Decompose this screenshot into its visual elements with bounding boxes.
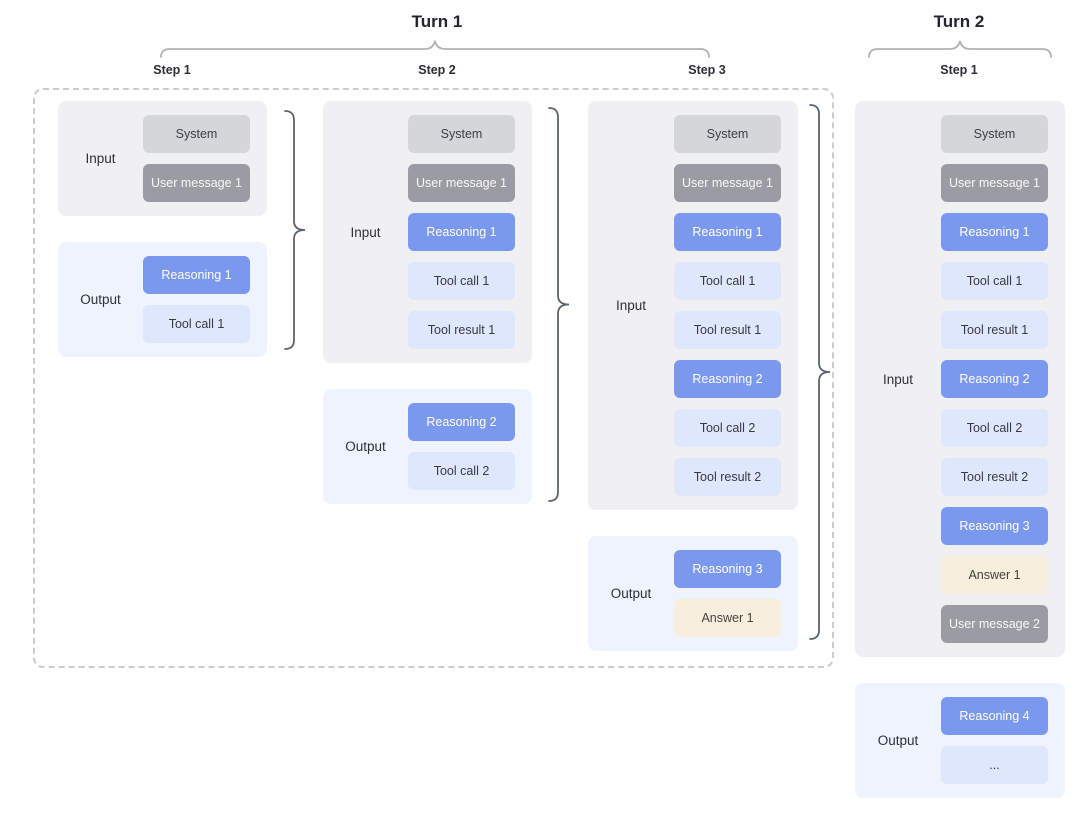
chip-reasoning-2: Reasoning 2 bbox=[941, 360, 1048, 398]
chip-answer-1: Answer 1 bbox=[941, 556, 1048, 594]
chip-system: System bbox=[674, 115, 781, 153]
chip-user-message-2: User message 2 bbox=[941, 605, 1048, 643]
chip-reasoning-1: Reasoning 1 bbox=[674, 213, 781, 251]
turn-1-step-3-label: Step 3 bbox=[688, 63, 726, 77]
chip-system: System bbox=[941, 115, 1048, 153]
chip-reasoning-1: Reasoning 1 bbox=[941, 213, 1048, 251]
chip-reasoning-2: Reasoning 2 bbox=[674, 360, 781, 398]
output-label: Output bbox=[610, 586, 652, 601]
chip-tool-call-2: Tool call 2 bbox=[408, 452, 515, 490]
chip-tool-result-2: Tool result 2 bbox=[941, 458, 1048, 496]
turn-1-step-1-label: Step 1 bbox=[153, 63, 191, 77]
chip-reasoning-3: Reasoning 3 bbox=[941, 507, 1048, 545]
output-label: Output bbox=[877, 733, 919, 748]
input-label: Input bbox=[882, 371, 914, 387]
chip-reasoning-4: Reasoning 4 bbox=[941, 697, 1048, 735]
turn-1-brace bbox=[160, 40, 710, 58]
turn-2-brace bbox=[868, 40, 1052, 58]
chip-list: Reasoning 2 Tool call 2 bbox=[408, 389, 532, 504]
step-2-to-3-brace bbox=[548, 107, 570, 502]
output-label: Output bbox=[345, 439, 386, 454]
chip-answer-1: Answer 1 bbox=[674, 599, 781, 637]
chip-tool-call-1: Tool call 1 bbox=[408, 262, 515, 300]
turn-1-step-2-label: Step 2 bbox=[418, 63, 456, 77]
chip-list: Reasoning 4... bbox=[941, 683, 1065, 798]
turn-2-step-1-label: Step 1 bbox=[940, 63, 978, 77]
step-2-output-panel: Output Reasoning 2 Tool call 2 bbox=[323, 389, 532, 504]
chip-user-message-1: User message 1 bbox=[941, 164, 1048, 202]
chip-tool-result-1: Tool result 1 bbox=[674, 311, 781, 349]
step-3-output-panel: Output Reasoning 3 Answer 1 bbox=[588, 536, 798, 651]
chip-system: System bbox=[408, 115, 515, 153]
step-3-to-turn-2-brace bbox=[809, 104, 831, 640]
chip-user-message-1: User message 1 bbox=[143, 164, 250, 202]
chip-reasoning-3: Reasoning 3 bbox=[674, 550, 781, 588]
chip-tool-result-1: Tool result 1 bbox=[408, 311, 515, 349]
turn-2-output-panel: Output Reasoning 4... bbox=[855, 683, 1065, 798]
chip-system: System bbox=[143, 115, 250, 153]
turn-1-title: Turn 1 bbox=[411, 12, 463, 31]
output-label: Output bbox=[80, 292, 121, 307]
input-label: Input bbox=[350, 224, 381, 240]
chip-reasoning-1: Reasoning 1 bbox=[143, 256, 250, 294]
step-1-output-panel: Output Reasoning 1 Tool call 1 bbox=[58, 242, 267, 357]
chip-tool-call-1: Tool call 1 bbox=[941, 262, 1048, 300]
chip-: ... bbox=[941, 746, 1048, 784]
chip-tool-call-2: Tool call 2 bbox=[941, 409, 1048, 447]
input-label: Input bbox=[615, 298, 647, 313]
step-1-to-2-brace bbox=[284, 110, 306, 350]
chip-list: Reasoning 1 Tool call 1 bbox=[143, 242, 267, 357]
chip-tool-result-1: Tool result 1 bbox=[941, 311, 1048, 349]
chip-reasoning-1: Reasoning 1 bbox=[408, 213, 515, 251]
input-label: Input bbox=[85, 151, 116, 166]
chip-tool-call-1: Tool call 1 bbox=[143, 305, 250, 343]
turn-2-title: Turn 2 bbox=[933, 12, 985, 31]
chip-tool-result-2: Tool result 2 bbox=[674, 458, 781, 496]
chip-tool-call-2: Tool call 2 bbox=[674, 409, 781, 447]
chip-user-message-1: User message 1 bbox=[674, 164, 781, 202]
turn-1-boundary bbox=[33, 88, 834, 668]
chip-reasoning-2: Reasoning 2 bbox=[408, 403, 515, 441]
chip-list: Reasoning 3 Answer 1 bbox=[674, 536, 798, 651]
chip-user-message-1: User message 1 bbox=[408, 164, 515, 202]
chip-tool-call-1: Tool call 1 bbox=[674, 262, 781, 300]
